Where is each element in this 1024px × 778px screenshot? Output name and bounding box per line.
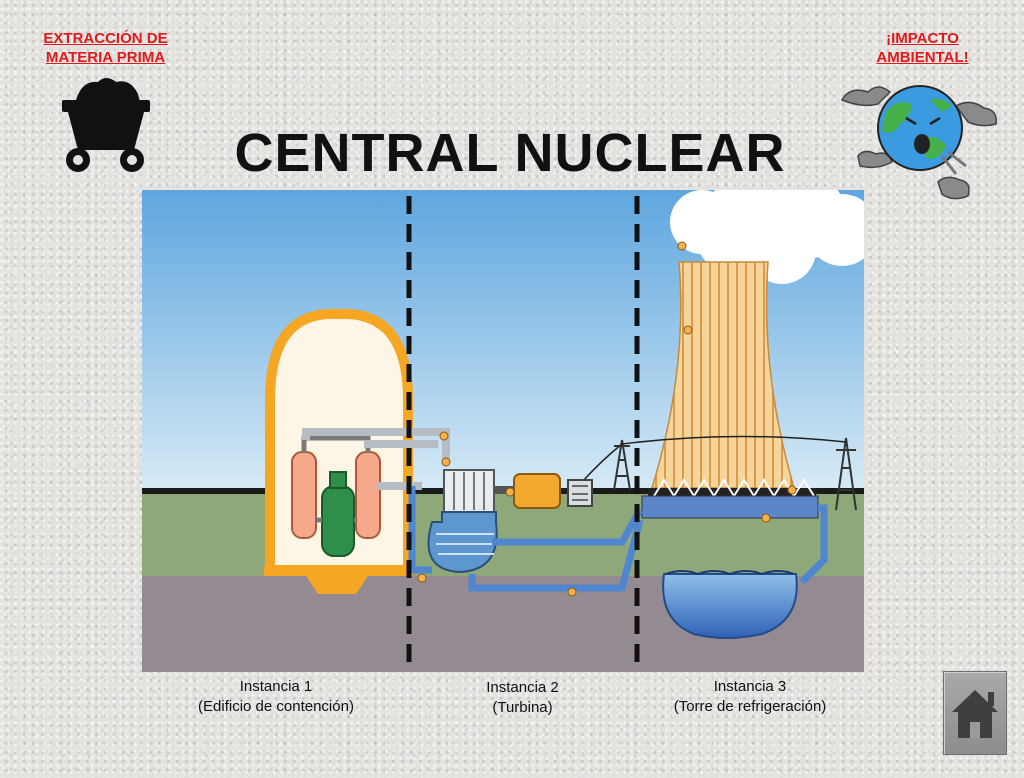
- feedwater-return: [408, 486, 432, 574]
- power-pylon-left: [613, 439, 631, 491]
- link-line-2: MATERIA PRIMA: [45, 49, 166, 66]
- instance-1-caption: Instancia 1 (Edificio de contención): [160, 677, 392, 717]
- generator: [513, 473, 561, 509]
- reactor-vessel: [321, 485, 355, 557]
- steam-generator-right: [355, 451, 381, 539]
- water-reservoir: [662, 573, 798, 639]
- instance-2-caption: Instancia 2 (Turbina): [440, 678, 605, 718]
- link-line-2: AMBIENTAL!: [876, 49, 969, 66]
- instance-3-desc: (Torre de refrigeración): [673, 698, 827, 715]
- steam-cloud: [670, 190, 864, 284]
- cooling-basin: [641, 495, 819, 519]
- raw-material-extraction-link[interactable]: EXTRACCIÓN DE MATERIA PRIMA: [28, 29, 183, 67]
- condenser: [427, 511, 498, 574]
- nuclear-plant-diagram: [142, 190, 864, 672]
- steam-generator-left: [291, 451, 317, 539]
- instance-2-desc: (Turbina): [492, 699, 553, 716]
- cooling-water-out: [492, 508, 644, 546]
- instance-3-name: Instancia 3: [713, 678, 787, 695]
- mine-cart-icon[interactable]: [58, 72, 154, 176]
- home-button[interactable]: [943, 671, 1007, 755]
- environmental-impact-link[interactable]: ¡IMPACTO AMBIENTAL!: [855, 29, 990, 67]
- instance-2-name: Instancia 2: [486, 679, 559, 696]
- link-line-1: EXTRACCIÓN DE: [43, 30, 168, 47]
- steam-line-lower: [364, 440, 438, 448]
- instance-1-name: Instancia 1: [239, 678, 313, 695]
- cooling-water-return: [468, 519, 644, 592]
- polluted-earth-icon[interactable]: [838, 78, 1002, 206]
- turbine-shaft: [494, 486, 516, 494]
- turbine: [443, 469, 495, 513]
- steam-line-upper: [302, 428, 450, 460]
- house-icon: [952, 690, 998, 738]
- basin-to-pool: [799, 504, 828, 585]
- instance-1-desc: (Edificio de contención): [198, 698, 354, 715]
- flow-markers: [417, 241, 797, 597]
- instance-3-caption: Instancia 3 (Torre de refrigeración): [640, 677, 860, 717]
- power-pylon-right: [835, 437, 857, 511]
- containment-base: [264, 566, 410, 576]
- power-line: [581, 435, 847, 483]
- reactor-foundation: [306, 576, 368, 594]
- link-line-1: ¡IMPACTO: [886, 30, 959, 47]
- page-title: CENTRAL NUCLEAR: [234, 123, 786, 183]
- transformer: [567, 479, 593, 507]
